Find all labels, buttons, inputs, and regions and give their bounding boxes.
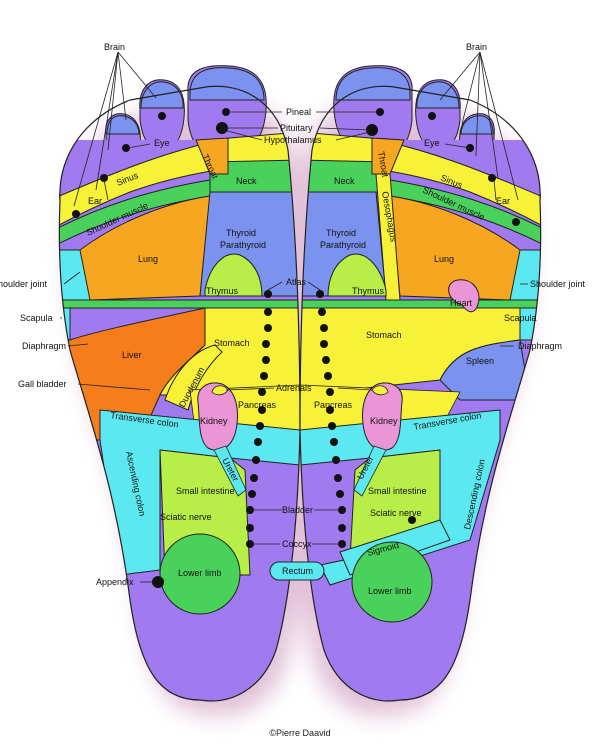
left-gall-bladder-label: Gall bladder: [18, 379, 67, 389]
left-ear-label: Ear: [88, 196, 102, 206]
right-spleen-label: Spleen: [466, 356, 494, 366]
right-kidney-label: Kidney: [370, 416, 398, 426]
left-pancreas-label: Pancreas: [238, 400, 277, 410]
right-thymus-zone: [327, 253, 387, 297]
right-brain-label: Brain: [466, 42, 487, 52]
left-thyroid-label: Thyroid: [226, 228, 256, 238]
copyright-text: ©Pierre Daavid: [269, 728, 331, 738]
right-small-intestine-label: Small intestine: [368, 486, 427, 496]
right-parathyroid-label: Parathyroid: [320, 240, 366, 250]
right-lung-label: Lung: [434, 254, 454, 264]
coccyx-label: Coccyx: [282, 539, 312, 549]
left-foot: Throat Sinus Shoulder muscle Neck Lung T…: [58, 65, 301, 702]
pineal-label: Pineal: [286, 107, 311, 117]
left-throat-zone: [195, 137, 229, 175]
left-appendix-dot: [152, 576, 164, 588]
right-lower-limb-label: Lower limb: [368, 586, 412, 596]
left-pituitary-dot: [216, 122, 228, 134]
hypothalamus-label: Hypothalamus: [264, 135, 322, 145]
right-ear-label: Ear: [496, 196, 510, 206]
left-lower-limb-label: Lower limb: [178, 568, 222, 578]
left-scapula-label: Scapula: [20, 313, 53, 323]
left-ear-dot: [100, 174, 108, 182]
left-liver-label: Liver: [122, 350, 142, 360]
rectum-zone: [269, 561, 325, 581]
left-kidney-zone: [197, 382, 238, 451]
spine-dots: [246, 290, 346, 548]
right-ear-dot-2: [512, 218, 520, 226]
right-foot: Throat Sinus Shoulder muscle Neck Oesoph…: [299, 65, 542, 702]
right-stomach-label: Stomach: [366, 330, 402, 340]
right-heart-label: Heart: [450, 298, 473, 308]
left-small-intestine-label: Small intestine: [176, 486, 235, 496]
right-eye-label: Eye: [424, 138, 440, 148]
left-lung-label: Lung: [138, 254, 158, 264]
left-ear-dot-2: [72, 210, 80, 218]
left-diaphragm-label: Diaphragm: [22, 341, 66, 351]
left-thymus-label: Thymus: [206, 286, 239, 296]
right-diaphragm-band: [300, 299, 541, 309]
left-eye-dot-2: [122, 144, 130, 152]
right-ureter-zone: [353, 445, 387, 497]
left-eye-label: Eye: [154, 138, 170, 148]
right-pituitary-dot: [366, 124, 378, 136]
left-lower-limb-zone: [159, 533, 241, 615]
left-pineal-dot: [222, 108, 230, 116]
left-parathyroid-label: Parathyroid: [220, 240, 266, 250]
right-shoulder-joint-label: Shoulder joint: [530, 279, 586, 289]
left-appendix-label: Appendix: [96, 577, 134, 587]
left-toe-3-brain: [106, 115, 140, 135]
right-lower-limb-zone: [351, 541, 433, 623]
right-heart-zone: [448, 279, 480, 313]
left-sciatic-nerve-label: Sciatic nerve: [160, 512, 212, 522]
right-ear-dot: [488, 174, 496, 182]
right-neck-label: Neck: [334, 176, 355, 186]
right-thyroid-label: Thyroid: [326, 228, 356, 238]
right-sciatic-dot: [408, 516, 416, 524]
right-throat-label: Throat: [376, 151, 390, 179]
left-shoulder-joint-label: Shoulder joint: [0, 279, 48, 289]
right-throat-zone: [371, 137, 405, 175]
leader-lines: [60, 51, 528, 583]
right-thymus-label: Thymus: [352, 286, 385, 296]
right-pancreas-label: Pancreas: [314, 400, 353, 410]
left-ureter-zone: [213, 445, 247, 497]
bladder-label: Bladder: [282, 505, 313, 515]
right-pineal-dot: [376, 108, 384, 116]
left-thymus-zone: [204, 253, 263, 297]
adrenals-label: Adrenals: [276, 383, 312, 393]
pituitary-label: Pituitary: [280, 123, 313, 133]
right-diaphragm-label: Diaphragm: [518, 341, 562, 351]
atlas-label: Atlas: [286, 277, 307, 287]
left-brain-label: Brain: [104, 42, 125, 52]
left-kidney-label: Kidney: [200, 416, 228, 426]
left-neck-label: Neck: [236, 176, 257, 186]
right-eye-dot: [428, 112, 436, 120]
left-stomach-label: Stomach: [214, 338, 250, 348]
left-diaphragm-band: [59, 299, 300, 309]
right-kidney-zone: [362, 382, 403, 451]
left-eye-dot: [158, 112, 166, 120]
rectum-label: Rectum: [282, 566, 313, 576]
right-sciatic-nerve-label: Sciatic nerve: [370, 508, 422, 518]
right-scapula-label: Scapula: [504, 313, 537, 323]
